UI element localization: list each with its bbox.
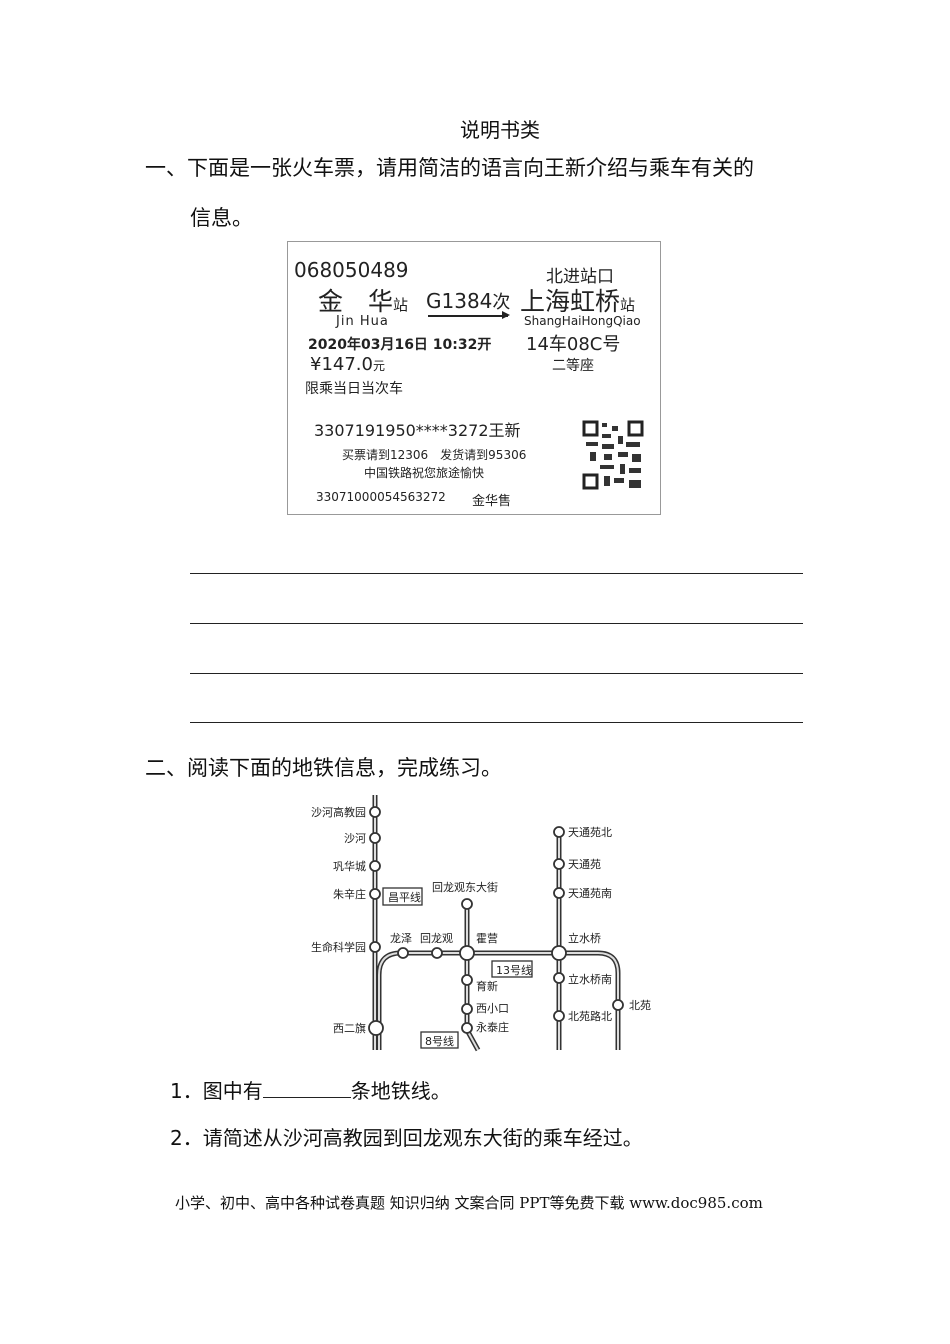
- from-name: 金 华: [318, 287, 394, 316]
- date-time: 2020年03月16日 10:32开: [308, 337, 492, 353]
- station-dot: [368, 1020, 384, 1036]
- station-dot: [461, 1003, 473, 1015]
- train-code: G1384: [426, 289, 493, 313]
- station-label: 永泰庄: [476, 1020, 509, 1034]
- ticket-number: 068050489: [294, 258, 409, 282]
- station-label: 立水桥: [568, 931, 601, 945]
- question-1-text: 一、下面是一张火车票，请用简洁的语言向王新介绍与乘车有关的: [145, 156, 754, 180]
- train-number: G1384次: [426, 288, 510, 314]
- answer-line[interactable]: [190, 623, 803, 624]
- from-station: 金 华站: [318, 282, 408, 318]
- station-label: 朱辛庄: [333, 887, 366, 901]
- arrow-head-icon: [502, 311, 510, 319]
- from-pinyin: Jin Hua: [336, 314, 389, 329]
- label-changping: 昌平线: [388, 890, 421, 904]
- station-dot: [369, 941, 381, 953]
- footer: 小学、初中、高中各种试卷真题 知识归纳 文案合同 PPT等免费下载 www.do…: [175, 1194, 763, 1212]
- station-label: 北苑: [629, 999, 651, 1012]
- station-label: 立水桥南: [568, 972, 612, 986]
- sold-at: 金华售: [472, 494, 512, 509]
- station-dot: [369, 888, 381, 900]
- station-dot: [459, 945, 475, 961]
- page-title: 说明书类: [460, 118, 540, 142]
- station-label: 育新: [476, 979, 498, 993]
- station-label: 回龙观: [420, 932, 453, 945]
- station-label: 沙河高教园: [311, 805, 366, 819]
- station-label: 回龙观东大街: [432, 880, 498, 894]
- station-dot: [553, 972, 565, 984]
- fill-blank[interactable]: [262, 1079, 351, 1098]
- question-2-item-2: 2．请简述从沙河高教园到回龙观东大街的乘车经过。: [170, 1126, 643, 1150]
- serial-number: 33071000054563272: [316, 490, 446, 504]
- entrance: 北进站口: [546, 267, 614, 287]
- station-label: 天通苑北: [568, 826, 612, 839]
- station-dot: [551, 945, 567, 961]
- station-dot: [369, 860, 381, 872]
- passenger-id: 3307191950****3272王新: [314, 421, 521, 440]
- station-dot: [612, 999, 624, 1011]
- arrow-icon: [428, 315, 508, 317]
- station-dot: [461, 974, 473, 986]
- station-label: 天通苑: [568, 858, 601, 871]
- limit-note: 限乘当日当次车: [305, 381, 403, 397]
- train-suffix: 次: [492, 292, 511, 313]
- train-ticket: 068050489 北进站口 金 华站 Jin Hua G1384次 上海虹桥站…: [287, 241, 661, 515]
- price-value: ¥147.0: [310, 354, 373, 375]
- answer-line[interactable]: [190, 573, 803, 574]
- item1-suffix: 条地铁线。: [350, 1079, 451, 1103]
- station-label: 西小口: [476, 1002, 509, 1015]
- station-dot: [431, 947, 443, 959]
- to-station: 上海虹桥站: [520, 282, 635, 318]
- seat: 14车08C号: [526, 334, 621, 355]
- station-dot: [369, 806, 381, 818]
- station-dot: [553, 1010, 565, 1022]
- station-label: 巩华城: [333, 859, 366, 873]
- station-label: 北苑路北: [568, 1010, 612, 1023]
- answer-line[interactable]: [190, 722, 803, 723]
- station-dot: [397, 947, 409, 959]
- station-dot: [553, 826, 565, 838]
- station-dot: [461, 898, 473, 910]
- station-dot: [553, 887, 565, 899]
- answer-line[interactable]: [190, 673, 803, 674]
- to-pinyin: ShangHaiHongQiao: [524, 314, 641, 328]
- station-dot: [461, 1022, 473, 1034]
- station-label: 生命科学园: [311, 940, 366, 954]
- question-2-item-1: 1．图中有 条地铁线。: [170, 1075, 451, 1104]
- label-line8: 8号线: [425, 1034, 454, 1048]
- question-2-heading: 二、阅读下面的地铁信息，完成练习。: [145, 756, 502, 780]
- price: ¥147.0元: [310, 354, 385, 375]
- service-info: 买票请到12306 发货请到95306: [342, 448, 527, 462]
- station-dot: [553, 858, 565, 870]
- station-label: 龙泽: [390, 932, 412, 945]
- station-label: 天通苑南: [568, 887, 612, 900]
- label-line13: 13号线: [496, 963, 532, 977]
- station-dot: [369, 832, 381, 844]
- item1-prefix: 1．图中有: [170, 1079, 263, 1103]
- to-name: 上海虹桥: [520, 287, 621, 316]
- seat-class: 二等座: [552, 358, 594, 374]
- from-suffix: 站: [393, 296, 409, 314]
- station-label: 西二旗: [333, 1021, 366, 1035]
- wish-text: 中国铁路祝您旅途愉快: [364, 466, 485, 480]
- station-label: 沙河: [344, 832, 366, 845]
- qr-code-icon: [582, 420, 644, 490]
- price-unit: 元: [372, 359, 385, 373]
- question-1-text-cont: 信息。: [190, 206, 253, 230]
- station-label: 霍营: [476, 931, 498, 945]
- to-suffix: 站: [620, 296, 636, 314]
